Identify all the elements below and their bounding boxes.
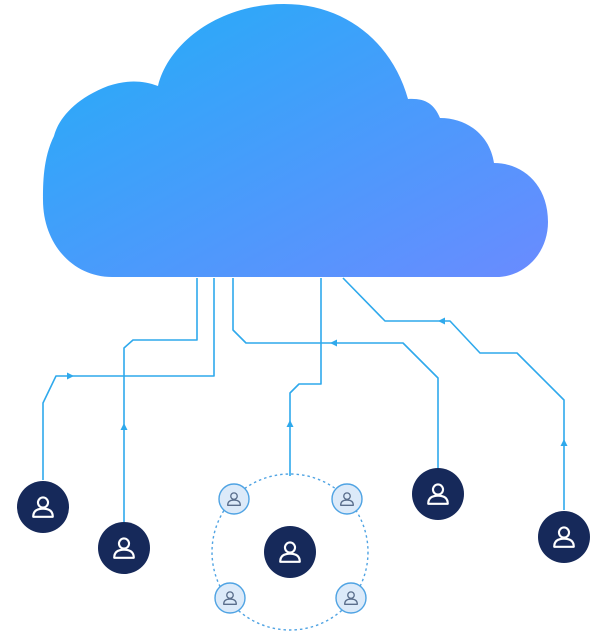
connector-user-5 <box>342 277 565 510</box>
connector-group-center <box>289 278 322 476</box>
connector-arrows <box>67 317 568 446</box>
peer-top-right[interactable] <box>331 483 363 515</box>
user-nodes <box>17 468 590 578</box>
arrow-user-5-upper <box>438 317 445 325</box>
group-peers <box>214 483 367 614</box>
peer-bottom-left[interactable] <box>214 582 246 614</box>
user-node-5[interactable] <box>538 511 590 563</box>
user-group-ring <box>211 473 369 631</box>
arrow-user-4 <box>330 339 337 347</box>
connector-user-2 <box>123 278 198 522</box>
arrow-user-5 <box>560 439 568 446</box>
connector-user-1 <box>42 278 215 480</box>
arrow-user-2 <box>120 423 128 430</box>
arrow-user-1 <box>67 372 74 380</box>
connector-user-4 <box>232 278 439 468</box>
user-node-group-center[interactable] <box>264 526 316 578</box>
connector-lines <box>42 277 565 522</box>
peer-top-left[interactable] <box>218 483 250 515</box>
cloud-icon <box>43 4 548 277</box>
user-node-1[interactable] <box>17 481 69 533</box>
arrow-group-center <box>286 420 294 427</box>
peer-bottom-right[interactable] <box>335 582 367 614</box>
user-node-2[interactable] <box>98 522 150 574</box>
user-node-4[interactable] <box>412 468 464 520</box>
